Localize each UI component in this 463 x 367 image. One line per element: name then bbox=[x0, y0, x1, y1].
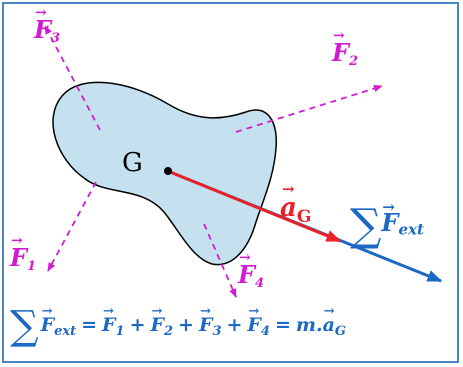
rigid-body bbox=[52, 81, 277, 266]
label-f2-letter: F bbox=[332, 29, 349, 65]
force-f4-line bbox=[203, 223, 237, 298]
label-f2-sub: 2 bbox=[349, 54, 359, 69]
equation-lhs-sub: ext bbox=[54, 324, 77, 339]
equation-plus: + bbox=[129, 314, 146, 336]
label-f1: F1 bbox=[10, 234, 37, 274]
equation-term-f2: F bbox=[150, 305, 164, 335]
equation-equals: = bbox=[274, 314, 291, 336]
equation-term-f4: F bbox=[247, 305, 261, 335]
resultant-letter: F bbox=[381, 200, 398, 235]
equation-equals: = bbox=[81, 314, 98, 336]
equation-plus: + bbox=[178, 314, 194, 336]
equation-term-f3: F bbox=[199, 305, 213, 335]
acceleration-arrow bbox=[169, 170, 342, 243]
label-f4: F4 bbox=[238, 251, 265, 291]
label-f3-letter: F bbox=[34, 6, 51, 42]
equation-lhs-letter: F bbox=[41, 305, 55, 335]
label-f4-sub: 4 bbox=[255, 276, 265, 291]
equation-term-f2-sub: 2 bbox=[163, 324, 174, 339]
label-f2: F2 bbox=[332, 29, 359, 69]
equation-acc-sub: G bbox=[334, 324, 347, 339]
equation-mass: m. bbox=[295, 314, 323, 336]
center-of-mass-point bbox=[164, 167, 172, 175]
equation-plus: + bbox=[226, 314, 243, 336]
acceleration-letter: a bbox=[280, 182, 297, 221]
label-f4-letter: F bbox=[238, 251, 255, 287]
resultant-sigma: ∑ bbox=[350, 200, 382, 251]
equation-sigma: ∑ bbox=[10, 303, 39, 349]
acceleration-label: aG bbox=[280, 182, 312, 227]
equation-term-f1: F bbox=[102, 305, 116, 335]
equation-acc-letter: a bbox=[323, 305, 335, 335]
force-f2-line bbox=[235, 85, 383, 133]
equation-term-f3-sub: 3 bbox=[212, 324, 222, 339]
force-f1-line bbox=[47, 181, 97, 272]
resultant-force-label: ∑Fext bbox=[350, 200, 424, 248]
label-f1-letter: F bbox=[10, 234, 27, 270]
label-f3-sub: 3 bbox=[51, 31, 61, 46]
force-f3-line bbox=[44, 25, 101, 131]
label-f1-sub: 1 bbox=[27, 259, 37, 274]
acceleration-sub: G bbox=[296, 207, 312, 227]
newton-equation: ∑Fext=F1+F2+F3+F4=m.aG bbox=[10, 303, 347, 349]
equation-term-f4-sub: 4 bbox=[260, 324, 270, 339]
label-f3: F3 bbox=[34, 6, 61, 46]
resultant-sub: ext bbox=[398, 220, 424, 239]
center-of-mass-label: G bbox=[122, 148, 143, 178]
equation-term-f1-sub: 1 bbox=[115, 324, 125, 339]
